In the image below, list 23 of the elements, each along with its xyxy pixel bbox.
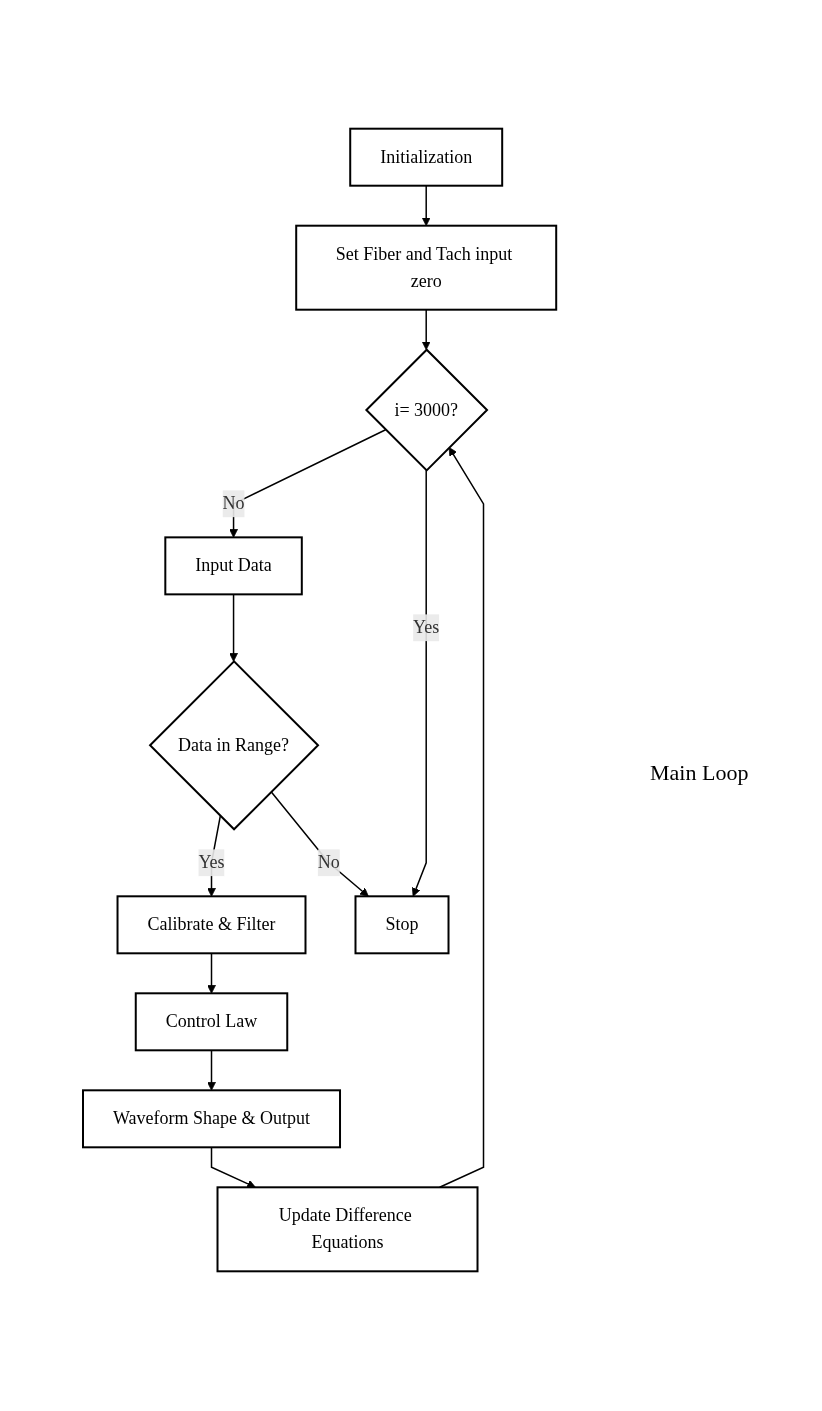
- arrow: [422, 308, 431, 351]
- node-box: Input Data: [164, 536, 304, 596]
- node-box: Control Law: [135, 992, 289, 1052]
- arrow: [412, 469, 428, 897]
- edge-label: No: [318, 852, 341, 873]
- node-diamond: i= 3000?: [365, 348, 489, 472]
- node-box: Waveform Shape & Output: [82, 1089, 342, 1149]
- node-box: Stop: [354, 895, 450, 955]
- node-diamond: Data in Range?: [149, 659, 320, 831]
- arrow: [422, 184, 431, 227]
- node-box: Calibrate & Filter: [116, 895, 307, 955]
- note-label: Main Loop: [650, 760, 749, 786]
- arrow: [207, 952, 217, 994]
- edge-label: No: [222, 493, 245, 514]
- arrow: [211, 1146, 257, 1189]
- arrow: [207, 1049, 217, 1091]
- edge-label: Yes: [413, 617, 440, 638]
- node-box: Update Difference Equations: [216, 1186, 479, 1273]
- arrow: [229, 593, 239, 662]
- node-box: Initialization: [349, 127, 504, 187]
- arrow: [439, 447, 485, 1189]
- node-box: Set Fiber and Tach input zero: [295, 224, 558, 311]
- edge-label: Yes: [198, 852, 225, 873]
